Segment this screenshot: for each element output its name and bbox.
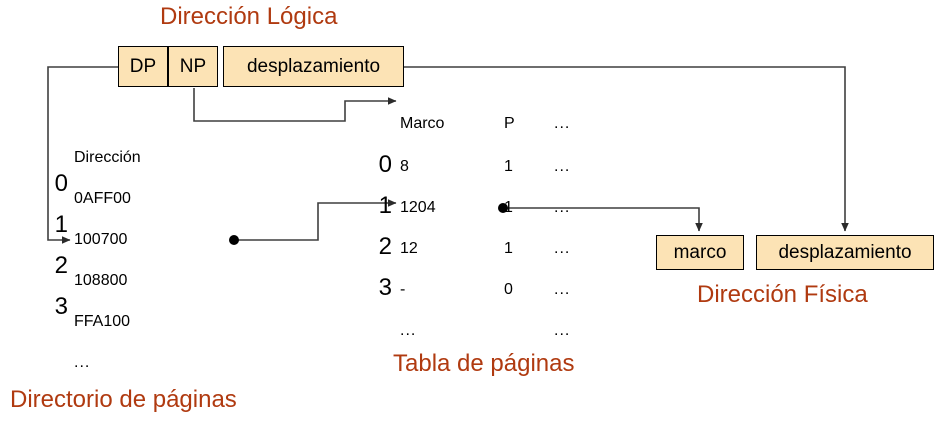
page-table-cell-2-p[interactable]: 1 <box>504 240 513 257</box>
physical-field-frame[interactable]: marco <box>656 235 744 270</box>
page-table-cell-2-more[interactable]: ... <box>554 240 571 257</box>
page-table-cell-3-marco[interactable]: - <box>400 281 406 298</box>
page-table-header-p: P <box>504 115 515 132</box>
physical-address-title: Dirección Física <box>697 281 868 308</box>
page-directory-row-index-3: 3 <box>54 293 68 320</box>
page-table-row[interactable]: 8 1 ... <box>400 148 601 186</box>
page-table-cell-1-p[interactable]: 1 <box>504 199 513 216</box>
page-table-cell-4-p[interactable] <box>504 312 551 350</box>
logical-field-dp[interactable]: DP <box>118 46 168 87</box>
page-directory-cell-2-0[interactable]: 108800 <box>74 272 128 289</box>
page-table-cell-2-marco[interactable]: 12 <box>400 240 418 257</box>
junction-dot-page-table <box>498 203 508 213</box>
wire-directory-row-to-page-table-row <box>234 199 397 241</box>
page-table-caption: Tabla de páginas <box>393 350 575 377</box>
page-directory-header-direccion: Dirección <box>74 149 141 166</box>
page-table-header-marco: Marco <box>400 115 445 132</box>
page-table-cell-1-more[interactable]: ... <box>554 199 571 216</box>
page-table-row-index-2: 2 <box>378 233 392 260</box>
page-table-cell-3-p[interactable]: 0 <box>504 281 513 298</box>
page-table-row-index-3: 3 <box>378 274 392 301</box>
page-directory-row-index-0: 0 <box>54 170 68 197</box>
page-table-cell-1-marco[interactable]: 1204 <box>400 199 436 216</box>
junction-dot-directory <box>229 235 239 245</box>
page-table-cell-4-more[interactable]: ... <box>554 322 571 339</box>
page-directory-table: Dirección 0AFF00 100700 108800 FFA100 ..… <box>74 139 243 382</box>
logical-field-offset[interactable]: desplazamiento <box>223 46 404 87</box>
logical-address-title: Dirección Lógica <box>160 3 338 30</box>
page-directory-cell-1-0[interactable]: 100700 <box>74 231 128 248</box>
page-directory-row-index-2: 2 <box>54 252 68 279</box>
wire-np-to-page-table <box>193 88 397 122</box>
physical-field-offset[interactable]: desplazamiento <box>756 235 934 270</box>
page-directory-cell-4-0[interactable]: ... <box>74 354 91 371</box>
page-table-cell-0-marco[interactable]: 8 <box>400 158 409 175</box>
page-directory-row-index-1: 1 <box>54 211 68 238</box>
page-table-row[interactable]: - 0 ... <box>400 271 601 309</box>
page-table-row-index-1: 1 <box>378 192 392 219</box>
page-table-row-index-0: 0 <box>378 151 392 178</box>
page-table-cell-0-more[interactable]: ... <box>554 158 571 175</box>
page-table-cell-4-marco[interactable]: ... <box>400 322 417 339</box>
wire-dp-to-directory <box>47 66 118 244</box>
page-table-row[interactable]: 12 1 ... <box>400 230 601 268</box>
page-table-row[interactable]: 1204 1 ... <box>400 189 601 227</box>
page-directory-caption: Directorio de páginas <box>10 386 237 413</box>
page-table-cell-3-more[interactable]: ... <box>554 281 571 298</box>
page-directory-cell-3-0[interactable]: FFA100 <box>74 313 131 330</box>
page-table-cell-0-p[interactable]: 1 <box>504 158 513 175</box>
page-table-row[interactable]: ... ... <box>400 312 601 350</box>
logical-field-np[interactable]: NP <box>168 46 218 87</box>
page-table-header-more: ... <box>554 115 571 132</box>
page-directory-cell-0-0[interactable]: 0AFF00 <box>74 190 131 207</box>
page-table: Marco P ... 8 1 ... 1204 1 ... 12 1 ... … <box>400 103 601 350</box>
wire-offset-to-physical-offset <box>403 66 849 232</box>
wire-page-table-row-to-frame <box>503 207 703 232</box>
